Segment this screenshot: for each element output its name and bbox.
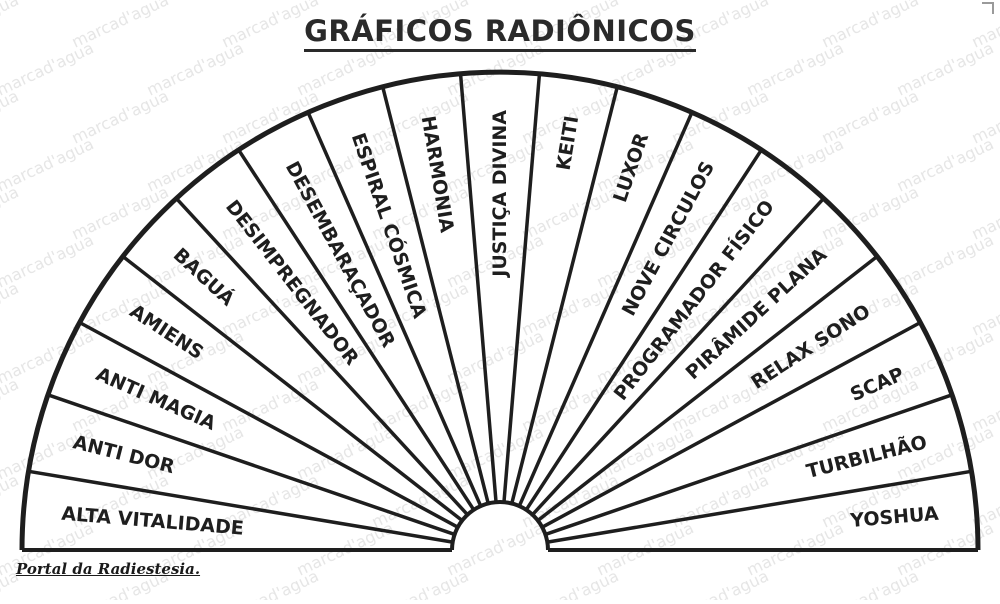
- divider-line: [174, 197, 469, 516]
- divider-line: [544, 393, 953, 537]
- divider-line: [306, 111, 483, 507]
- watermark-text: marcad'agua: [0, 86, 22, 147]
- segment-label: ANTI DOR: [71, 431, 177, 478]
- divider-line: [547, 469, 972, 544]
- watermark-text: marcad'agua: [669, 566, 772, 600]
- divider-line: [510, 86, 620, 504]
- watermark-text: marcad'agua: [219, 566, 322, 600]
- footer-credit: Portal da Radiestesia.: [16, 560, 201, 578]
- watermark-text: marcad'agua: [519, 566, 622, 600]
- divider-line: [502, 73, 542, 503]
- divider-line: [517, 111, 694, 507]
- divider-line: [380, 86, 490, 504]
- watermark-text: marcad'agua: [0, 374, 22, 435]
- hub-arc: [450, 500, 550, 551]
- watermark-text: marcad'agua: [0, 182, 22, 243]
- divider-line: [237, 148, 476, 511]
- watermark-text: marcad'agua: [0, 470, 22, 531]
- divider-line: [458, 73, 498, 503]
- watermark-text: marcad'agua: [369, 566, 472, 600]
- page-title: GRÁFICOS RADIÔNICOS: [0, 14, 1000, 52]
- divider-line: [531, 197, 826, 516]
- divider-line: [541, 320, 922, 529]
- watermark-text: marcad'agua: [969, 566, 1000, 600]
- corner-mark: [982, 2, 994, 14]
- divider-line: [121, 255, 464, 522]
- divider-line: [536, 255, 879, 522]
- page-title-text: GRÁFICOS RADIÔNICOS: [304, 14, 696, 52]
- segment-label: JUSTIÇA DIVINA: [489, 110, 511, 279]
- divider-line: [28, 469, 453, 544]
- divider-line: [78, 320, 459, 529]
- watermark-text: marcad'agua: [0, 278, 22, 339]
- divider-line: [524, 148, 763, 511]
- watermark-text: marcad'agua: [819, 566, 922, 600]
- divider-line: [47, 393, 456, 537]
